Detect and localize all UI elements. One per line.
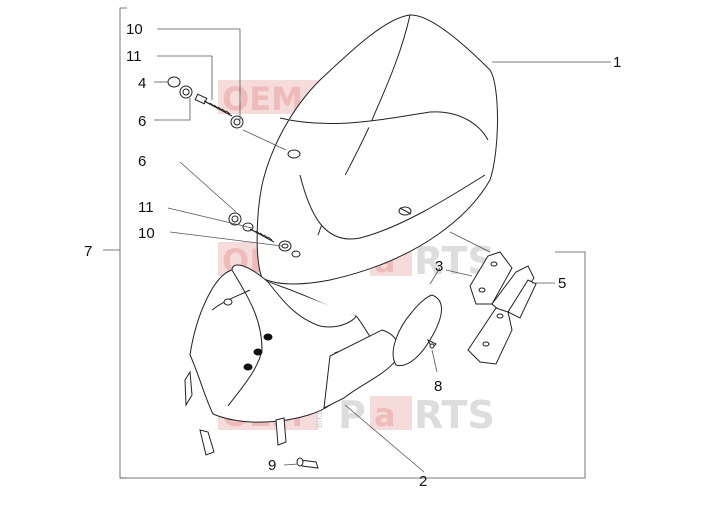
watermark-rts-text: RTS [414,393,495,437]
callout-10-middle: 10 [138,225,155,242]
leader-6a [154,98,191,121]
bracket-part-5 [467,251,537,365]
leader-3 [429,267,441,285]
panel-part-3 [392,294,442,367]
callout-7: 7 [84,243,92,260]
callout-1: 1 [613,54,621,71]
group-bracket-7 [119,7,127,479]
hardware-top [167,76,244,129]
leader-windshield-top [242,129,287,151]
watermark-a-text: a [374,396,396,434]
watermark-bike-text: BIKE [315,410,324,428]
leader-10b [169,231,283,247]
leader-2 [344,404,425,473]
callout-11-top: 11 [126,48,142,65]
watermark-p-text: P [338,393,366,437]
windshield-part-1 [256,14,498,285]
hardware-middle [228,212,301,258]
leader-10a [157,28,241,120]
callout-6-top: 6 [138,113,146,130]
leader-8 [431,349,438,373]
callout-8: 8 [434,378,442,395]
callout-4: 4 [138,75,146,92]
leader-11b [167,207,253,229]
watermark-oem-text: OEM [222,80,303,118]
leader-11a [157,55,213,100]
leader-6b [179,161,237,213]
callout-6-middle: 6 [138,153,146,170]
callout-11-middle: 11 [138,199,154,216]
leader-3b [445,269,473,277]
screw-part-8 [426,338,437,349]
callout-2: 2 [419,473,427,490]
callout-10-top: 10 [126,21,143,38]
callout-9: 9 [268,457,276,474]
callout-3: 3 [435,258,443,275]
group-bracket-bottom-right [120,251,586,479]
leader-windshield-bracket [449,231,491,253]
leader-9 [283,463,299,466]
callout-5: 5 [558,275,566,292]
screw-part-9 [296,457,319,469]
front-shield-part-2 [184,264,400,456]
